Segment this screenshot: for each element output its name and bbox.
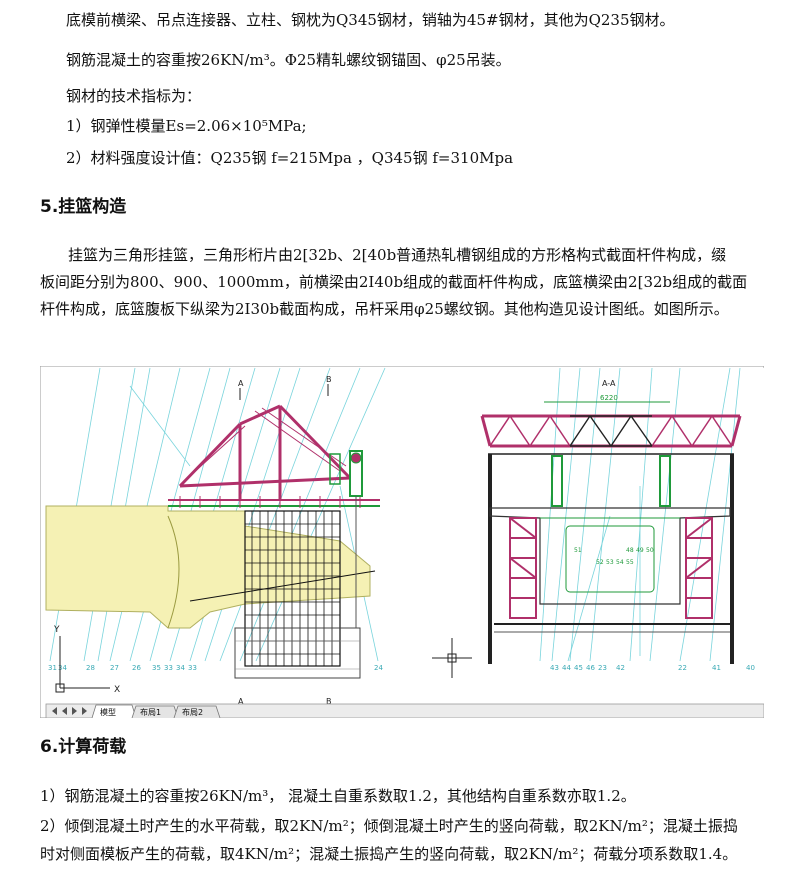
tab-label: 模型 [100, 707, 116, 717]
axis-x-label: X [114, 685, 120, 695]
cad-drawing-figure: A B A B 31 34 28 27 26 35 33 34 33 24 Y … [40, 366, 764, 718]
part-label: 28 [86, 664, 95, 672]
part-label: 23 [598, 664, 607, 672]
part-label: 44 [562, 664, 571, 672]
tab-label: 布局2 [182, 707, 203, 717]
part-label: 24 [374, 664, 383, 672]
para-line: 杆件构成，底篮腹板下纵梁为2I30b截面构成，吊杆采用φ25螺纹钢。其他构造见设… [40, 300, 729, 318]
part-label: 34 [58, 664, 67, 672]
concrete-girder [45, 505, 371, 629]
axis-y-label: Y [53, 625, 60, 635]
part-label: 48 [626, 547, 634, 554]
tab-nav-arrows [52, 707, 87, 715]
part-label: 34 [176, 664, 185, 672]
side-form-left [509, 517, 537, 619]
section-label-b: B [326, 697, 332, 706]
para-line: 板间距分别为800、900、1000mm，前横梁由2I40b组成的截面杆件构成，… [40, 273, 748, 291]
left-part-labels: 31 34 28 27 26 35 33 34 33 24 [48, 664, 383, 672]
tab-layout2[interactable]: 布局2 [173, 705, 221, 718]
hangers [551, 455, 671, 507]
center-truss [569, 415, 653, 447]
inner-labels: 48 49 50 52 53 54 55 51 [574, 547, 654, 566]
layout-tab-bar [45, 703, 764, 718]
part-label: 33 [188, 664, 197, 672]
section-paragraph: 挂篮为三角形挂篮，三角形桁片由2[32b、2[40b普通热轧槽钢组成的方形格构式… [40, 242, 760, 323]
crosshair-cursor [432, 638, 472, 678]
inner-form [565, 525, 655, 593]
text-line: 1）钢弹性模量Es=2.06×10⁵MPa; [66, 117, 307, 135]
part-label: 22 [678, 664, 687, 672]
part-label: 41 [712, 664, 721, 672]
para-line: 挂篮为三角形挂篮，三角形桁片由2[32b、2[40b普通热轧槽钢组成的方形格构式… [68, 246, 727, 264]
part-label: 53 [606, 559, 614, 566]
part-label: 33 [164, 664, 173, 672]
part-label: 46 [586, 664, 595, 672]
tab-label: 布局1 [140, 707, 161, 717]
part-label: 52 [596, 559, 604, 566]
text-line: 钢筋混凝土的容重按26KN/m³。Φ25精轧螺纹钢锚固、φ25吊装。 [66, 51, 511, 69]
dimension-label: 6220 [600, 394, 618, 402]
truss-web [489, 415, 733, 447]
part-label: 54 [616, 559, 624, 566]
part-label: 35 [152, 664, 161, 672]
text-line: 时对侧面模板产生的荷载，取4KN/m²；混凝土振捣产生的竖向荷载，取2KN/m²… [40, 845, 738, 863]
ucs-axis-icon [55, 636, 110, 693]
section-label-b: B [326, 375, 332, 384]
right-part-labels: 43 44 45 46 23 42 22 41 40 [550, 664, 755, 672]
bottom-basket [234, 627, 361, 679]
text-line: 2）倾倒混凝土时产生的水平荷载，取2KN/m²；倾倒混凝土时产生的竖向荷载，取2… [40, 817, 738, 835]
tab-model[interactable]: 模型 [91, 704, 137, 718]
part-label: 27 [110, 664, 119, 672]
text-line: 底模前横梁、吊点连接器、立柱、钢枕为Q345钢材，销轴为45#钢材，其他为Q23… [66, 11, 675, 29]
box-girder [489, 507, 731, 605]
tab-layout1[interactable]: 布局1 [131, 705, 179, 718]
truss-lacing [189, 407, 347, 477]
slope-line [189, 570, 376, 602]
side-column-left [488, 454, 492, 664]
part-label: 51 [574, 547, 582, 554]
text-line: 1）钢筋混凝土的容重按26KN/m³， 混凝土自重系数取1.2，其他结构自重系数… [40, 787, 636, 805]
part-label: 45 [574, 664, 583, 672]
part-label: 43 [550, 664, 559, 672]
side-column-right [730, 454, 734, 664]
section-label-a: A [238, 379, 244, 388]
part-label: 49 [636, 547, 644, 554]
part-label: 31 [48, 664, 57, 672]
part-label: 55 [626, 559, 634, 566]
part-label: 50 [646, 547, 654, 554]
part-label: 26 [132, 664, 141, 672]
section-title: A-A [602, 379, 616, 388]
part-label: 42 [616, 664, 625, 672]
text-line: 2）材料强度设计值：Q235钢 f=215Mpa ，Q345钢 f=310Mpa [66, 149, 514, 167]
part-label: 40 [746, 664, 755, 672]
section-heading: 6.计算荷载 [40, 737, 127, 757]
text-line: 钢材的技术指标为： [66, 87, 202, 105]
side-form-right [685, 517, 713, 619]
section-heading: 5.挂篮构造 [40, 197, 127, 217]
section-label-a: A [238, 697, 244, 706]
